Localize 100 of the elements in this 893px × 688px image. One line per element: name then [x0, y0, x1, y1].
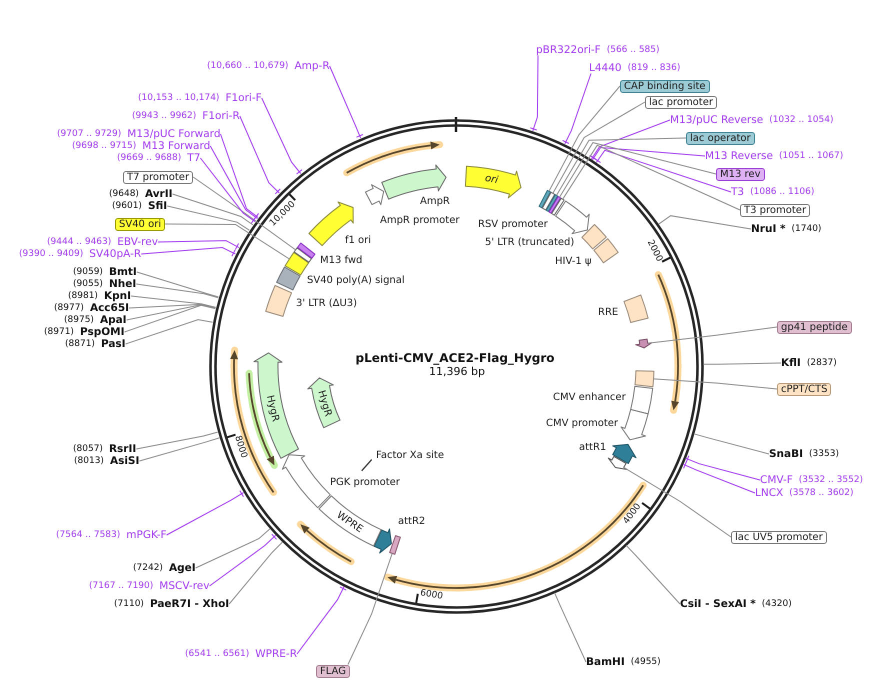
cut-position: (9055) [73, 278, 103, 290]
leader-line [626, 544, 680, 604]
feature-label: AmpR promoter [380, 214, 460, 226]
primer-name: F1ori-R [202, 110, 240, 122]
leader-line [530, 55, 538, 132]
leader-line [559, 142, 716, 198]
cut-position: (9059) [73, 266, 103, 278]
primer-name: L4440 [589, 62, 622, 74]
primer-name: CMV-F [760, 474, 793, 486]
cut-position: (8013) [74, 456, 104, 466]
enzyme-name: BmtI [108, 266, 137, 278]
enzyme-name: SnaBI [769, 448, 804, 460]
cut-position: (8057) [73, 444, 103, 454]
feature-label: attR1 [579, 442, 606, 452]
feature-block [634, 369, 655, 388]
leader-line [647, 326, 778, 344]
primer-name: F1ori-F [225, 92, 262, 104]
cut-position: (7110) [114, 598, 144, 610]
feature-label: CMV enhancer [553, 392, 626, 402]
feature-label: M13 fwd [320, 254, 362, 266]
primer-position: (566 .. 585) [606, 44, 660, 56]
primer-name: M13 Forward [142, 140, 210, 152]
enzyme-name: KflI [781, 358, 801, 368]
plasmid-name: pLenti-CMV_ACE2-Flag_Hygro [356, 352, 555, 364]
leader-line [658, 215, 752, 230]
enzyme-name: NheI [108, 278, 136, 290]
leader-line [192, 176, 296, 250]
tick-label: 8000 [232, 434, 249, 460]
leader-line [164, 224, 290, 260]
primer-position: (7564 .. 7583) [56, 530, 120, 540]
cut-position: (8977) [54, 302, 84, 314]
primer-name: M13 Reverse [705, 150, 773, 162]
leader-line [685, 455, 760, 480]
cut-position: (7242) [133, 562, 163, 574]
feature-label: Factor Xa site [376, 450, 444, 460]
enzyme-name: Acc65I [90, 302, 130, 314]
primer-position: (1086 .. 1106) [750, 186, 814, 198]
feature-block [293, 246, 313, 264]
primer-position: (9707 .. 9729) [57, 128, 122, 140]
cut-position: (3353) [809, 448, 839, 460]
enzyme-name: AsiSI [110, 456, 140, 466]
feature-label: f1 ori [345, 234, 372, 246]
enzyme-name: AgeI [168, 562, 196, 574]
feature-tag: CAP binding site [620, 80, 710, 92]
enzyme-name: ApaI [100, 314, 127, 326]
leader-line [209, 534, 277, 586]
enzyme-name: NruI * [751, 224, 786, 234]
feature-tag: cPPT/CTS [777, 382, 832, 396]
primer-name: Amp-R [294, 60, 330, 72]
enzyme-name: SfiI [148, 200, 168, 212]
leader-line [590, 146, 706, 160]
feature-tag: lac promoter [645, 96, 717, 108]
feature-tag: gp41 peptide [777, 320, 852, 334]
cut-position: (2837) [806, 358, 837, 368]
leader-line [554, 592, 586, 662]
feature-block [538, 189, 552, 209]
primer-position: (9698 .. 9715) [72, 140, 136, 152]
leader-line [589, 120, 670, 160]
enzyme-name: KpnI [104, 290, 131, 302]
primer-name: T7 [187, 152, 200, 164]
leader-line [166, 490, 244, 536]
primer-name: pBR322ori-F [536, 44, 601, 56]
feature-block [545, 193, 559, 213]
feature-label: RRE [598, 306, 618, 318]
feature-label: HygR [264, 394, 282, 423]
enzyme-name: AvrII [144, 188, 173, 200]
primer-position: (9390 .. 9409) [19, 248, 84, 260]
leader-line [239, 116, 281, 194]
leader-line [136, 272, 219, 298]
primer-name: LNCX [755, 488, 784, 498]
leader-line [261, 98, 302, 174]
feature-tag: SV40 ori [115, 218, 166, 230]
leader-line [552, 102, 646, 194]
primer-position: (3532 .. 3552) [798, 474, 864, 486]
feature-block [284, 251, 310, 276]
enzyme-name: PspOMI [80, 326, 124, 338]
primer-name: MSCV-rev [159, 580, 210, 592]
leader-line [702, 362, 782, 365]
primer-position: (9669 .. 9688) [117, 152, 182, 164]
feature-label: ori [484, 172, 500, 186]
leader-line [138, 437, 220, 462]
feature-label: 3' LTR (ΔU3) [296, 298, 358, 308]
leader-line [693, 433, 770, 454]
leader-line [200, 158, 256, 224]
primer-position: (10,660 .. 10,679) [207, 60, 288, 72]
cut-position: (1740) [792, 224, 822, 234]
primer-position: (10,153 .. 10,174) [138, 92, 220, 104]
leader-line [562, 144, 740, 210]
leader-line [556, 138, 686, 196]
leader-line [296, 586, 347, 654]
feature-block [388, 534, 402, 556]
enzyme-name: PaeR7I - XhoI [150, 598, 230, 610]
primer-name: EBV-rev [117, 236, 158, 248]
feature-label: HygR [315, 389, 334, 418]
feature-label: HIV-1 ψ [555, 256, 592, 266]
feature-label: AmpR [420, 196, 450, 206]
primer-position: (6541 .. 6561) [185, 648, 250, 660]
primer-position: (819 .. 836) [628, 62, 680, 74]
feature-label: PGK promoter [330, 476, 400, 488]
cut-position: (8871) [65, 338, 95, 350]
